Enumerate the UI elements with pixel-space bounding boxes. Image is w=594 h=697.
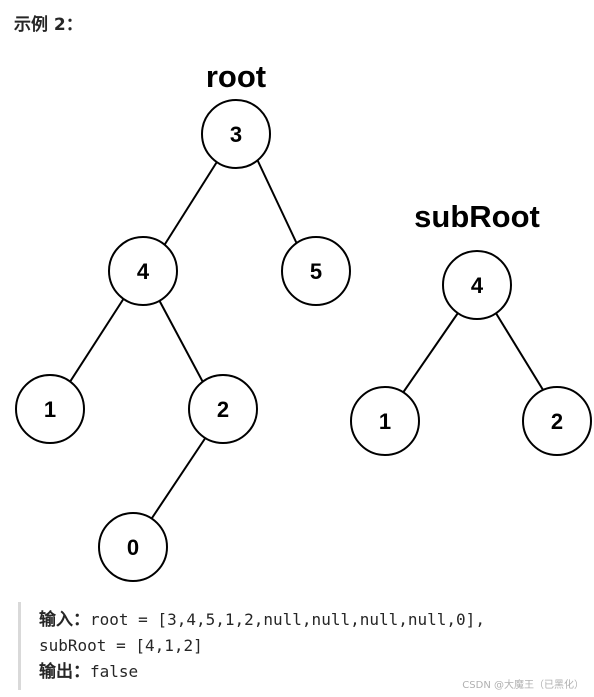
tree-diagram: root 3 4 5 1 2 0 subRoot 4 1 2 — [15, 59, 592, 582]
subroot-node-4: 4 — [442, 250, 512, 320]
node-label: 1 — [379, 409, 391, 434]
subroot-node-2: 2 — [522, 386, 592, 456]
input-line-2: subRoot = [4,1,2] — [39, 633, 578, 659]
root-node-4: 4 — [108, 236, 178, 306]
node-label: 2 — [551, 409, 563, 434]
node-label: 0 — [127, 535, 139, 560]
root-node-5: 5 — [281, 236, 351, 306]
input-line-1: 输入：root = [3,4,5,1,2,null,null,null,null… — [39, 607, 578, 633]
root-node-3: 3 — [201, 99, 271, 169]
node-label: 4 — [137, 259, 150, 284]
root-tree-title: root — [206, 59, 266, 94]
example-heading: 示例 2： — [14, 15, 83, 35]
input-value-2: subRoot = [4,1,2] — [39, 636, 203, 655]
edge-4-1 — [65, 294, 127, 389]
node-label: 5 — [310, 259, 322, 284]
root-node-0: 0 — [98, 512, 168, 582]
output-label: 输出： — [39, 662, 90, 682]
edge-sub-4-1 — [399, 309, 461, 398]
node-label: 2 — [217, 397, 229, 422]
output-value: false — [90, 662, 139, 681]
subroot-node-1: 1 — [350, 386, 420, 456]
edge-4-2 — [157, 297, 206, 387]
node-label: 4 — [471, 273, 484, 298]
subroot-tree-title: subRoot — [414, 199, 540, 234]
node-label: 1 — [44, 397, 56, 422]
edge-3-5 — [255, 156, 298, 245]
watermark: CSDN @大魔王（已黑化） — [462, 680, 584, 691]
input-value-1: root = [3,4,5,1,2,null,null,null,null,0]… — [90, 610, 485, 629]
edge-3-4 — [159, 156, 221, 253]
edge-2-0 — [147, 433, 209, 525]
root-node-2: 2 — [188, 374, 258, 444]
root-node-1: 1 — [15, 374, 85, 444]
node-label: 3 — [230, 122, 242, 147]
example-io-block: 输入：root = [3,4,5,1,2,null,null,null,null… — [18, 602, 578, 690]
edge-sub-4-2 — [493, 309, 549, 399]
output-line: 输出：false — [39, 659, 578, 685]
input-label: 输入： — [39, 610, 90, 630]
